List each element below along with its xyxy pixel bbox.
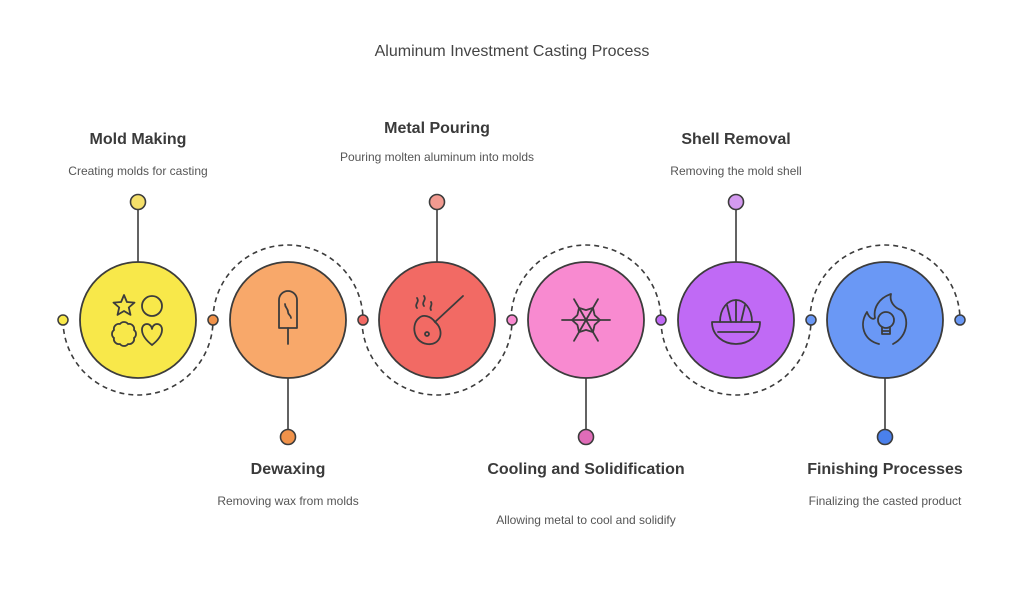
step-node [826, 261, 944, 446]
step-title-cooling: Cooling and Solidification [487, 461, 685, 478]
step-pin [577, 428, 595, 446]
junction-dot [954, 314, 966, 326]
snowflake-icon [561, 298, 611, 342]
step-pin [428, 193, 446, 211]
step-node [79, 193, 197, 379]
step-pin [129, 193, 147, 211]
step-desc-finishing: Finalizing the casted product [808, 494, 962, 508]
junction-dot [506, 314, 518, 326]
step-pin [727, 193, 745, 211]
junction-dot [805, 314, 817, 326]
popsicle-icon [278, 290, 298, 345]
step-desc-cooling: Allowing metal to cool and solidify [496, 513, 676, 527]
step-desc-mold-making: Creating molds for casting [68, 164, 208, 178]
connector-arc [809, 244, 961, 321]
step-circle [229, 261, 347, 379]
step-node [378, 193, 496, 379]
shell-icon [711, 299, 761, 345]
junction-dot [207, 314, 219, 326]
connector-arc [62, 319, 214, 396]
step-circle [826, 261, 944, 379]
step-node [229, 261, 347, 446]
step-node [677, 193, 795, 379]
connector-arc [510, 244, 662, 321]
step-title-metal-pouring: Metal Pouring [384, 120, 490, 137]
step-title-mold-making: Mold Making [89, 131, 187, 148]
step-desc-dewaxing: Removing wax from molds [217, 494, 359, 508]
diagram-title: Aluminum Investment Casting Process [374, 43, 650, 60]
connector-arc [212, 244, 364, 321]
junction-dot [57, 314, 69, 326]
flame-bulb-icon [862, 293, 908, 345]
junction-dot [655, 314, 667, 326]
step-desc-metal-pouring: Pouring molten aluminum into molds [339, 150, 535, 164]
connector-arc [660, 319, 812, 396]
step-pin [279, 428, 297, 446]
shapes-icon [111, 294, 163, 347]
step-pin [876, 428, 894, 446]
step-title-dewaxing: Dewaxing [250, 461, 326, 478]
connector-arcs [62, 244, 961, 396]
ladle-icon [413, 295, 464, 345]
step-desc-shell-removal: Removing the mold shell [670, 164, 802, 178]
step-title-shell-removal: Shell Removal [681, 131, 791, 148]
step-node [527, 261, 645, 446]
connector-arc [361, 319, 513, 396]
step-title-finishing: Finishing Processes [807, 461, 963, 478]
junction-dot [357, 314, 369, 326]
step-circle [79, 261, 197, 379]
